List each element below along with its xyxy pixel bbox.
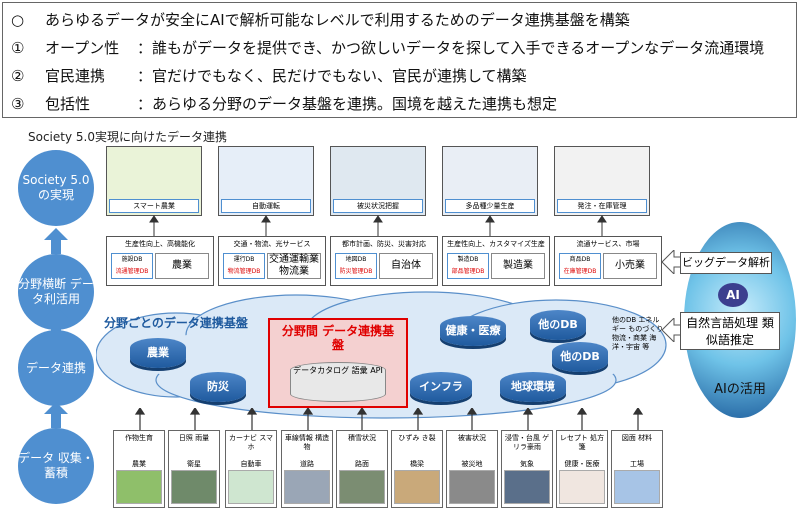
diagram-subtitle: Society 5.0実現に向けたデータ連携 <box>28 130 227 144</box>
source-4: 積雪状況路面 <box>336 430 388 508</box>
source-6: 被害状況被災地 <box>446 430 498 508</box>
usecase-auto-driving: 自動運転 <box>218 146 314 216</box>
ai-badge: AI <box>718 283 748 307</box>
source-7: 浸雪・台風 ゲリラ豪雨気象 <box>501 430 553 508</box>
industry-arrows <box>149 215 607 236</box>
ai-usage-label: AIの活用 <box>714 382 766 397</box>
principle-line-0: ○あらゆるデータが安全にAIで解析可能なレベルで利用するためのデータ連携基盤を構… <box>11 11 630 29</box>
db-health: 健康・医療 <box>440 316 506 346</box>
bigdata-arrow-icon <box>662 250 684 274</box>
source-8: レセプト 処方箋健康・医療 <box>556 430 608 508</box>
source-1: 日照 雨量衛星 <box>168 430 220 508</box>
bigdata-label: ビッグデータ解析 <box>680 252 772 274</box>
up-arrow-icon <box>44 402 68 428</box>
stage-collection: データ 収集・蓄積 <box>18 428 94 504</box>
other-fields-list: 他のDB エネルギー ものづくり 物流・商業 海洋・宇宙 等 <box>612 316 664 351</box>
source-3: 車線情報 構造物道路 <box>281 430 333 508</box>
source-2: カーナビ スマホ自動車 <box>225 430 277 508</box>
usecase-smart-agri: スマート農業 <box>106 146 202 216</box>
db-other-2: 他のDB <box>552 342 608 372</box>
db-other-1: 他のDB <box>530 310 586 340</box>
cross-field-platform: 分野間 データ連携基盤 データカタログ 語彙 API <box>268 318 408 408</box>
up-arrow-icon <box>44 306 68 332</box>
stage-society: Society 5.0 の実現 <box>18 150 94 226</box>
source-0: 作物生育農業 <box>113 430 165 508</box>
db-infra: インフラ <box>410 372 472 402</box>
platform-label: 分野ごとのデータ連携基盤 <box>104 316 248 330</box>
usecase-production: 多品種少量生産 <box>442 146 538 216</box>
db-earth: 地球環境 <box>500 372 566 402</box>
usecase-inventory: 発注・在庫管理 <box>554 146 650 216</box>
nlp-arrow-icon <box>662 318 684 342</box>
principles-box: ○あらゆるデータが安全にAIで解析可能なレベルで利用するためのデータ連携基盤を構… <box>2 2 797 118</box>
source-arrows <box>134 408 644 430</box>
source-5: ひずみ き裂橋梁 <box>391 430 443 508</box>
up-arrow-icon <box>44 228 68 254</box>
usecase-disaster: 被災状況把握 <box>330 146 426 216</box>
source-9: 図面 材料工場 <box>611 430 663 508</box>
nlp-label: 自然言語処理 類似語推定 <box>680 312 780 350</box>
stage-linkage: データ連携 <box>18 330 94 406</box>
db-agri: 農業 <box>130 338 186 368</box>
db-disaster: 防災 <box>190 372 246 402</box>
